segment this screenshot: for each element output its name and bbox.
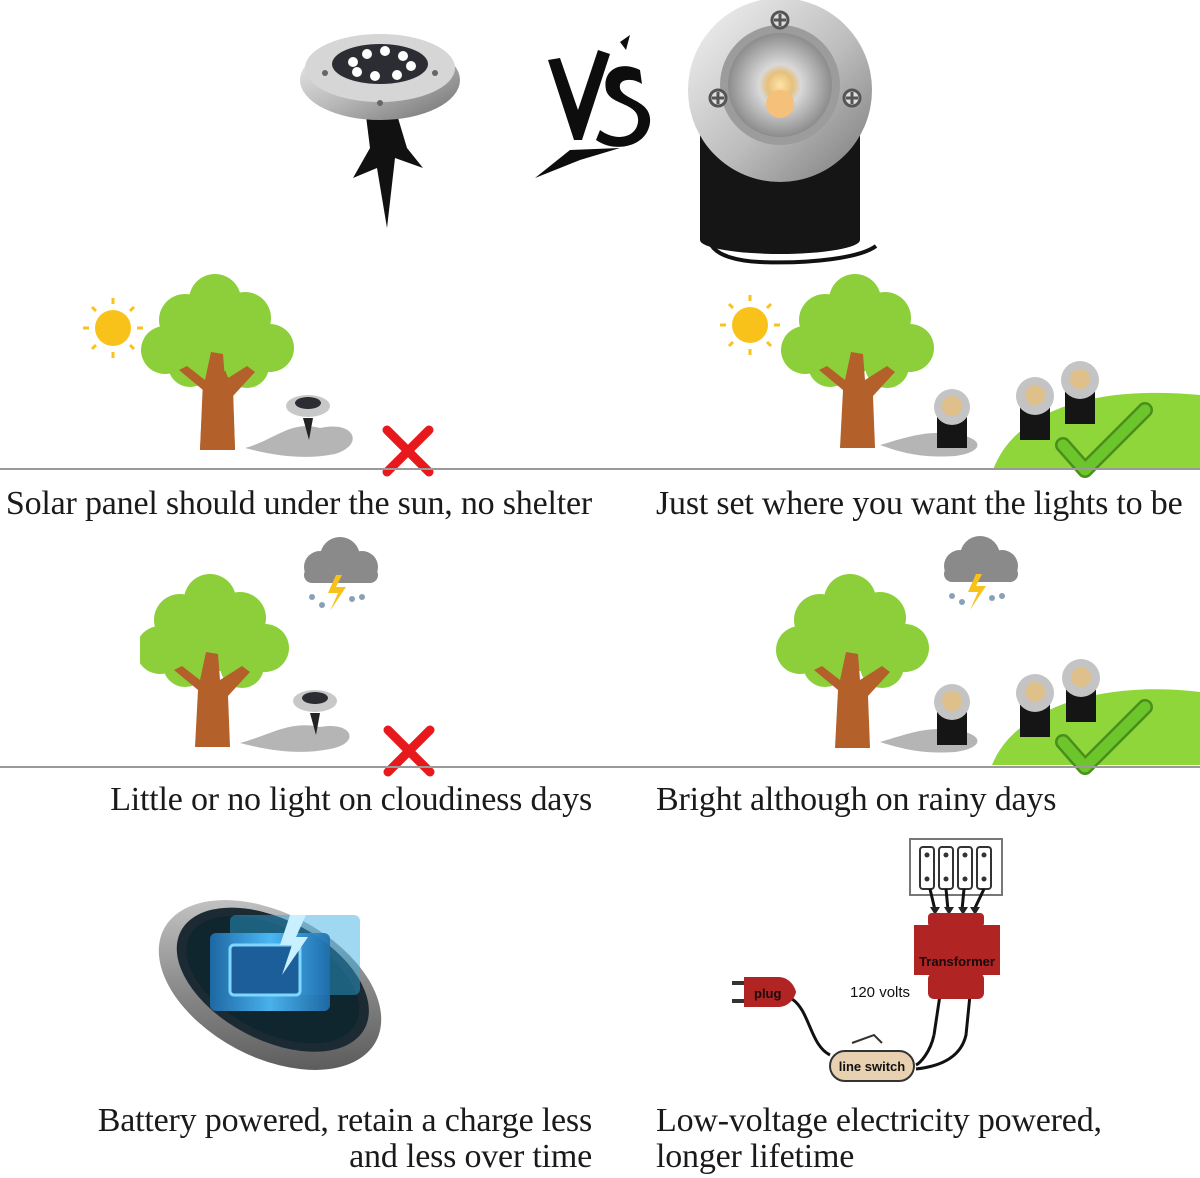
row1-left-caption: Solar panel should under the sun, no she… [5, 485, 592, 522]
scene-sunny-wired [715, 270, 1200, 485]
solar-disk-light-icon [300, 34, 460, 228]
battery-illustration [140, 875, 400, 1075]
sun-icon [720, 295, 780, 355]
cross-mark-icon [383, 725, 435, 777]
scene-rainy-wired [770, 530, 1200, 785]
wired-inground-light-icon [688, 0, 878, 265]
cross-mark-icon [382, 425, 434, 477]
scene-sunny-solar [75, 270, 455, 480]
tree-icon [141, 274, 294, 450]
wired-inground-light-icon [1016, 377, 1054, 440]
wired-inground-light-icon [934, 389, 970, 448]
row3-right-caption-line1: Low-voltage electricity powered, [656, 1102, 1102, 1139]
tree-icon [140, 574, 289, 747]
row3-left-caption-line2: and less over time [349, 1138, 592, 1175]
solar-disk-light-icon [286, 395, 330, 440]
scene-rainy-solar [140, 535, 460, 780]
plug-icon: plug [732, 977, 796, 1007]
tree-icon [781, 274, 934, 448]
row3-left-caption-line1: Battery powered, retain a charge less [97, 1102, 592, 1139]
wired-inground-light-icon [1016, 674, 1054, 737]
vs-brush-icon [535, 35, 651, 178]
check-mark-icon [1055, 402, 1153, 478]
row3-right-caption-line2: longer lifetime [656, 1138, 855, 1175]
plug-label: plug [754, 986, 781, 1001]
switch-label: line switch [839, 1059, 906, 1074]
wired-inground-light-icon [934, 684, 970, 745]
transformer-label: Transformer [919, 954, 995, 969]
vs-mark [530, 30, 660, 180]
ground-line-row1 [0, 468, 1200, 470]
header-solar-light [295, 18, 465, 243]
solar-disk-light-icon [293, 690, 337, 735]
header-wired-light [680, 0, 880, 270]
row2-left-caption: Little or no light on cloudiness days [110, 781, 592, 818]
storm-cloud-icon [304, 537, 378, 611]
tree-icon [776, 574, 929, 748]
row1-right-caption: Just set where you want the lights to be [656, 485, 1183, 522]
wired-inground-light-icon [1062, 659, 1100, 722]
wired-inground-light-icon [1061, 361, 1099, 424]
outlet-box-icon [909, 838, 1003, 896]
line-switch-icon: line switch [829, 1033, 915, 1082]
volts-label: 120 volts [850, 984, 910, 1001]
row2-right-caption: Bright although on rainy days [656, 781, 1057, 818]
transformer-icon: Transformer [914, 913, 1000, 999]
ground-line-row2 [0, 766, 1200, 768]
sun-icon [83, 298, 143, 358]
battery-disk-icon [158, 900, 382, 1070]
wiring-diagram: Transformer 120 volts plug line switch [730, 835, 1030, 1085]
storm-cloud-icon [944, 536, 1018, 610]
